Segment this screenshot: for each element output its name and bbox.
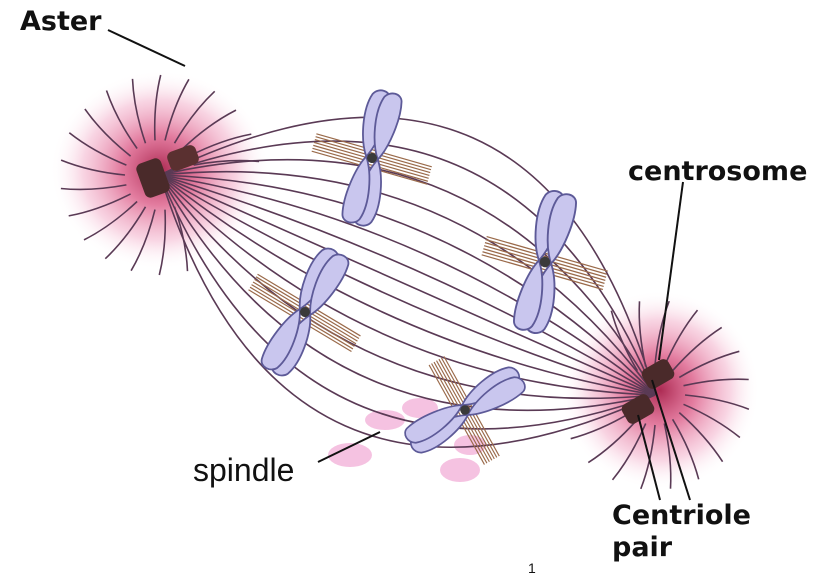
spindle-fiber	[160, 175, 655, 395]
spindle-label: spindle	[193, 452, 294, 489]
aster-leader	[108, 30, 185, 66]
centriole-label-line1: Centriole	[612, 500, 751, 531]
page-mark: 1	[528, 560, 536, 576]
centriole-label-line2: pair	[612, 532, 672, 563]
chromosome	[296, 77, 447, 239]
aster-label: Aster	[20, 6, 102, 37]
centrosome-label: centrosome	[628, 156, 807, 187]
